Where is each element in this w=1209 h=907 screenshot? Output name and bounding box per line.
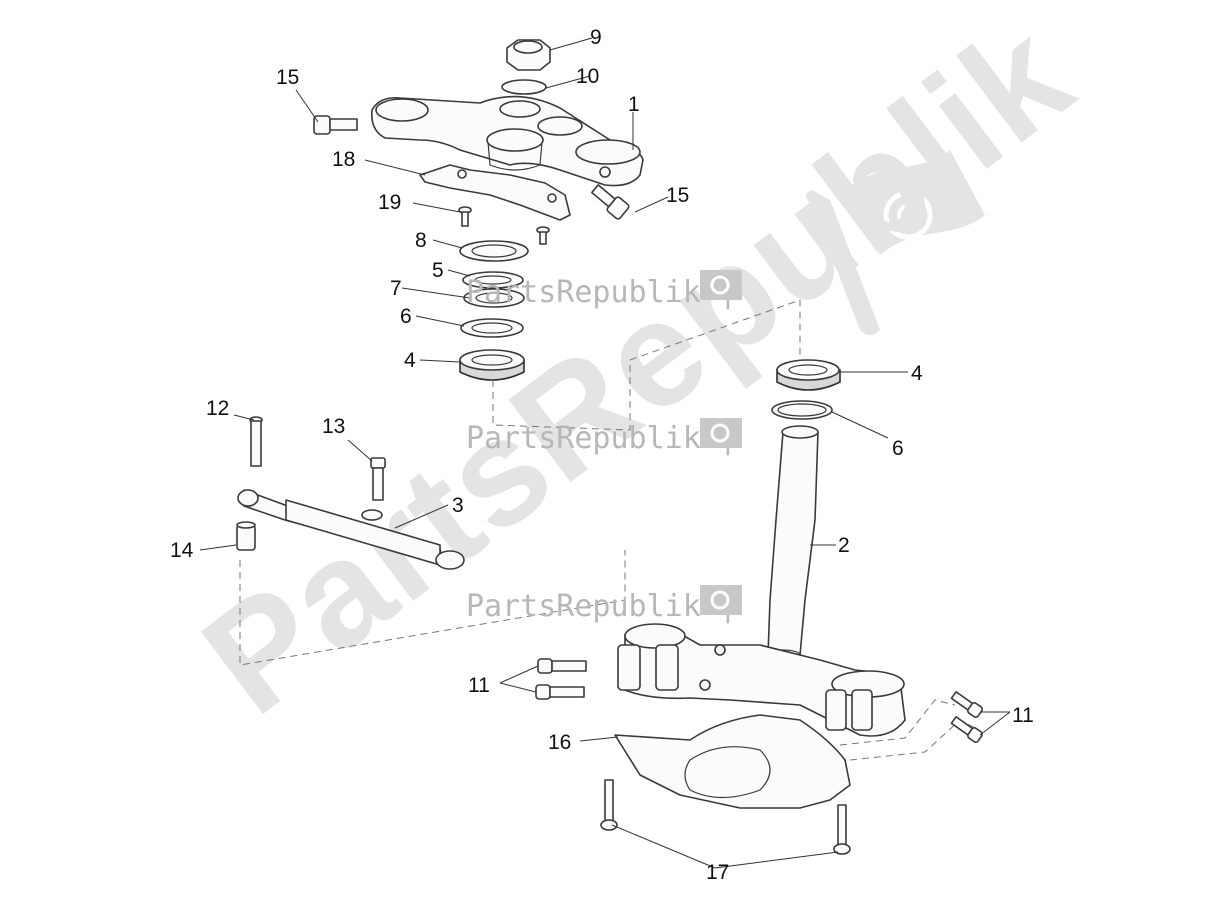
- callout-7: 7: [390, 277, 402, 300]
- bolts-11-right: [950, 691, 983, 743]
- bearing-4-right: [776, 359, 841, 391]
- bolts-11-left: [535, 658, 587, 700]
- top-nut: [506, 39, 551, 71]
- callout-16: 16: [548, 731, 571, 754]
- upper-triple-clamp: [370, 95, 644, 187]
- callout-15-left: 15: [276, 66, 299, 89]
- gear-icon: [710, 275, 730, 295]
- bearing-stack: [459, 240, 529, 381]
- lower-triple-clamp: [617, 623, 906, 737]
- bottom-cover: [614, 714, 851, 809]
- small-watermark-1: PartsRepublik |: [466, 270, 742, 310]
- callout-19: 19: [378, 191, 401, 214]
- gear-icon: [710, 423, 730, 443]
- watermark-flag: [806, 150, 985, 335]
- svg-text:PartsRepublik |: PartsRepublik |: [466, 275, 737, 310]
- callout-9: 9: [590, 26, 602, 49]
- callout-labels: 1 2 3 4 4 5 6 6 7 8 9 10 11 11 12 13 14 …: [170, 26, 1034, 884]
- callout-15-right: 15: [666, 184, 689, 207]
- top-washer: [501, 79, 547, 95]
- callout-17: 17: [706, 861, 729, 884]
- gear-icon: [883, 190, 933, 240]
- callout-4-right: 4: [911, 362, 923, 385]
- gear-icon: [710, 590, 730, 610]
- callout-3: 3: [452, 494, 464, 517]
- cover-bracket: [419, 164, 571, 221]
- bolt-15-right: [591, 184, 630, 220]
- bolt-13: [370, 457, 386, 501]
- screw-19-left: [458, 206, 472, 227]
- svg-text:PartsRepublik |: PartsRepublik |: [466, 421, 737, 456]
- bolt-15-left: [313, 115, 358, 135]
- callout-10: 10: [576, 65, 599, 88]
- steering-stem: [765, 425, 819, 661]
- small-watermark-2: PartsRepublik |: [466, 418, 742, 456]
- screw-19-right: [536, 226, 550, 245]
- leader-lines: [199, 37, 1011, 869]
- callout-5: 5: [432, 259, 444, 282]
- callout-8: 8: [415, 229, 427, 252]
- callout-13: 13: [322, 415, 345, 438]
- callout-6-left: 6: [400, 305, 412, 328]
- small-watermark-3: PartsRepublik |: [466, 585, 742, 624]
- callout-11-right: 11: [1012, 704, 1034, 727]
- pin-12: [249, 416, 263, 467]
- callout-18: 18: [332, 148, 355, 171]
- assembly-guides: [239, 299, 976, 761]
- bolts-17: [600, 779, 851, 855]
- steering-damper: [237, 489, 465, 570]
- callout-2: 2: [838, 534, 850, 557]
- callout-1: 1: [628, 93, 640, 116]
- callout-4-left: 4: [404, 349, 416, 372]
- callout-12: 12: [206, 397, 229, 420]
- callout-14: 14: [170, 539, 194, 562]
- spacer-14: [236, 521, 256, 551]
- callout-11-left: 11: [468, 674, 490, 697]
- ring-6-right: [771, 400, 833, 420]
- callout-6-right: 6: [892, 437, 904, 460]
- svg-text:PartsRepublik |: PartsRepublik |: [466, 589, 737, 624]
